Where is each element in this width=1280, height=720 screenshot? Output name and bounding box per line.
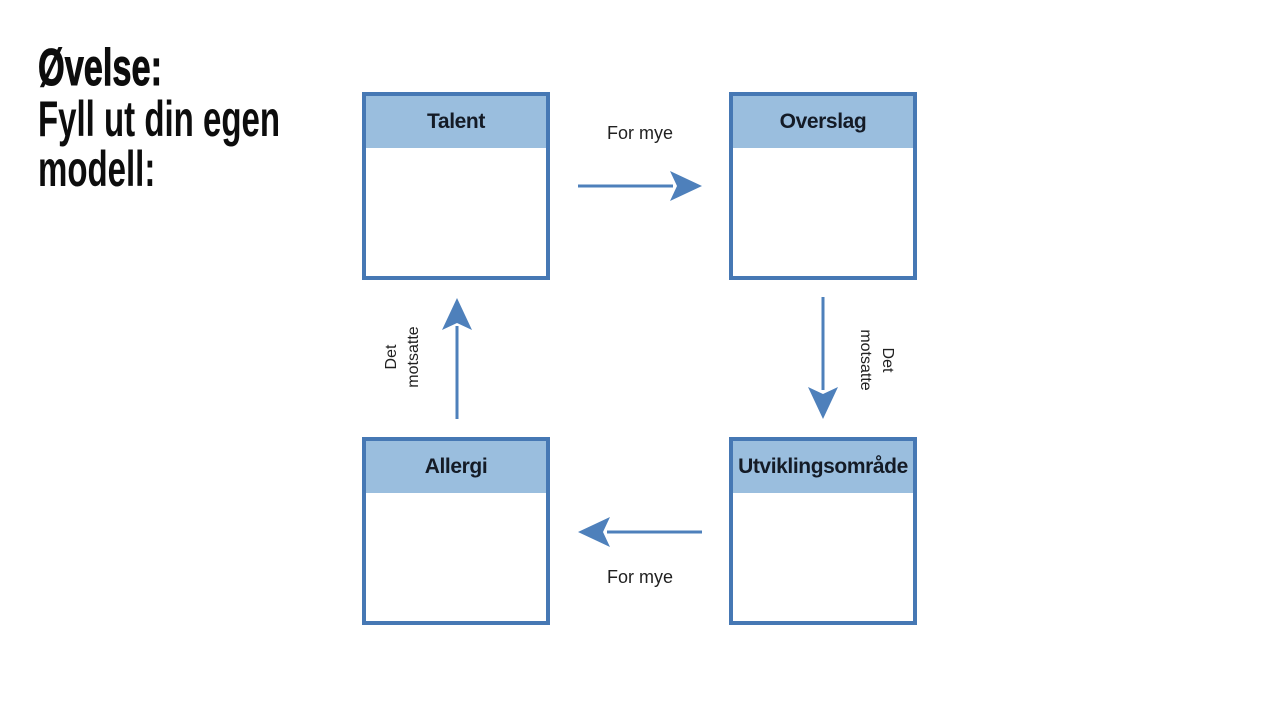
arrow-down-icon — [808, 297, 838, 419]
overslag-box-header: Overslag — [733, 96, 913, 148]
arrow-top-label: For mye — [606, 123, 673, 143]
allergi-box-body — [366, 493, 546, 621]
allergi-box: Allergi — [362, 437, 550, 625]
arrow-left-icon — [578, 517, 702, 547]
title-line-1: Øvelse: — [38, 39, 163, 97]
utviklingsomrade-box: Utviklingsområde — [729, 437, 917, 625]
overslag-box-body — [733, 148, 913, 276]
overslag-box: Overslag — [729, 92, 917, 280]
page-title: Øvelse: Fyll ut din egen modell: — [38, 39, 405, 197]
title-line-3: modell: — [38, 141, 156, 197]
arrow-right-label: Det motsatte — [857, 329, 896, 391]
utviklingsomrade-box-header: Utviklingsområde — [733, 441, 913, 493]
utviklingsomrade-box-body — [733, 493, 913, 621]
arrow-bottom-label: For mye — [606, 567, 673, 587]
talent-box: Talent — [362, 92, 550, 280]
arrow-left-label: Det motsatte — [383, 326, 422, 388]
talent-box-body — [366, 148, 546, 276]
talent-box-header: Talent — [366, 96, 546, 148]
arrow-right-icon — [578, 171, 702, 201]
title-line-2: Fyll ut din egen — [38, 91, 281, 147]
allergi-box-header: Allergi — [366, 441, 546, 493]
arrow-up-icon — [442, 298, 472, 419]
